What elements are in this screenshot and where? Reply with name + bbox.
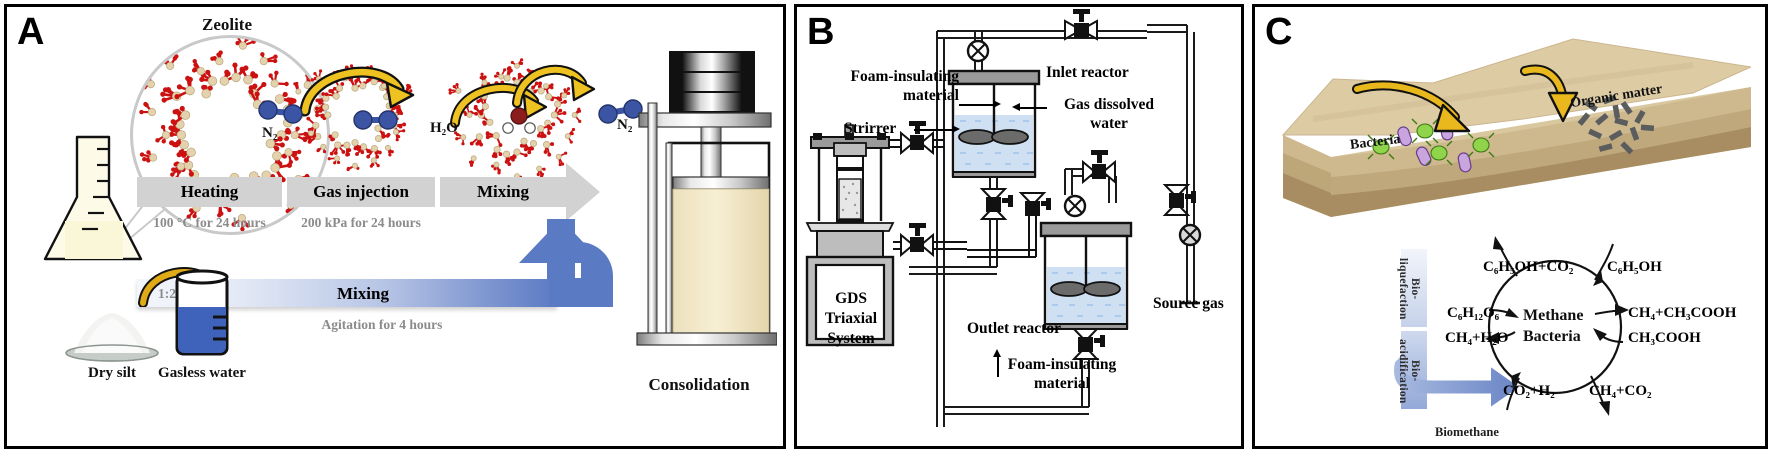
process-ribbon [1394, 249, 1519, 409]
gds-label: GDS Triaxial System [814, 289, 888, 349]
outlet-reactor [1039, 221, 1133, 330]
leader-arrow-gas-dissolved [1012, 103, 1020, 111]
eq-left-in: C₆H₁₂O₆ [1447, 305, 1500, 321]
eq-left-out: CH₄+H₂O [1445, 330, 1509, 346]
n2-label-right: N₂ [617, 117, 633, 133]
step-sub-heating: 100 °C for 24 hours [153, 215, 266, 230]
panel-a: A Zeolite [4, 4, 786, 449]
step-title-mixing: Mixing [477, 182, 529, 201]
valve-gds-top [889, 121, 944, 156]
annotation-gas-dissolved-line1: Gas dissolved [1063, 96, 1154, 113]
panel-b-schematic [805, 9, 1202, 427]
gds-line1: GDS [835, 290, 867, 307]
panel-b-letter: B [807, 11, 835, 53]
bio-acidification-label: Bio-acidification [1397, 338, 1421, 404]
leader-arrow-foam-top [993, 100, 1001, 108]
soil-block-3d [1281, 38, 1751, 217]
annotation-inlet-reactor: Inlet reactor [1046, 64, 1129, 81]
eq-right-in: CH₃COOH [1628, 330, 1701, 346]
water-molecule [502, 107, 536, 134]
step-bar-mixing: Mixing [440, 177, 566, 207]
annotation-foam-bottom-line2: material [1034, 375, 1090, 392]
panel-a-letter: A [17, 11, 45, 53]
step-title-heating: Heating [180, 182, 239, 201]
inlet-reactor [947, 69, 1041, 178]
valve-inlet-bottom [979, 188, 1013, 220]
consolidation-label: Consolidation [648, 375, 750, 394]
dry-silt-dish [65, 313, 159, 362]
eq-top-right-in: C₆H₅OH [1607, 259, 1662, 275]
annotation-gas-dissolved-water: Gas dissolved water [1049, 95, 1169, 133]
biomethane-label: Biomethane [1435, 425, 1499, 439]
stirrer-blade-right [991, 129, 1029, 145]
gds-line3: System [827, 330, 875, 347]
valve-source-gas [1162, 184, 1196, 216]
yellow-arrow-n2 [299, 66, 415, 117]
leader-foam-bottom [997, 355, 999, 377]
gasless-water-label: Gasless water [158, 365, 246, 381]
annotation-stirrer: Strirrer [844, 120, 897, 137]
consolidation-apparatus [636, 51, 777, 346]
step-bar-gas-injection: Gas injection [287, 177, 435, 207]
mixing-ribbon-arrowhead [519, 219, 603, 263]
h2o-label: H₂O [430, 120, 458, 136]
cycle-center-line1: Methane [1523, 307, 1584, 324]
eq-top-left-out: C₆H₅OH+CO₂ [1483, 259, 1574, 275]
mixing-band-sub: Agitation for 4 hours [321, 317, 443, 332]
leader-stirrer [914, 129, 954, 131]
organic-matter-cluster [1577, 94, 1655, 155]
gauge-inlet [966, 39, 990, 63]
annotation-foam-bottom: Foam-insulating material [987, 355, 1137, 393]
zeolite-title: Zeolite [201, 15, 253, 34]
n2-label: N₂ [262, 125, 278, 141]
leader-gas-dissolved [1019, 107, 1047, 109]
annotation-foam-top: Foam-insulating material [819, 67, 959, 105]
panel-c-letter: C [1265, 11, 1293, 53]
valve-mid-vertical [967, 192, 1051, 258]
valve-top [1064, 9, 1098, 41]
gds-triaxial-apparatus [805, 124, 895, 347]
gauge-source-gas [1178, 223, 1202, 247]
panel-b: B [794, 4, 1244, 449]
valve-outlet-bottom [1071, 328, 1105, 360]
n2-molecule-free [258, 100, 303, 124]
step-arrow-head [566, 163, 600, 221]
step-bar-heating: Heating [137, 177, 282, 207]
step-sub-gas-injection: 200 kPa for 24 hours [301, 215, 421, 230]
n2-molecule-adsorbed [353, 110, 398, 130]
annotation-foam-top-line2: material [903, 87, 959, 104]
annotation-outlet-reactor: Outlet reactor [967, 320, 1061, 337]
valve-right-top [1082, 150, 1116, 185]
dry-silt-label: Dry silt [88, 365, 136, 381]
erlenmeyer-flask [43, 135, 143, 261]
step-title-gas-injection: Gas injection [313, 182, 409, 201]
arrow-organic-matter [1520, 64, 1579, 123]
beaker-gasless-water [175, 269, 229, 356]
yellow-arrow-h2o-right [512, 64, 596, 108]
eq-right-out: CH₄+CH₃COOH [1628, 305, 1737, 321]
stirrer-blade-left [958, 129, 996, 145]
leader-foam-top [959, 104, 995, 106]
mixing-band-title: Mixing [337, 284, 389, 303]
panel-c: C [1252, 4, 1768, 449]
gds-line2: Triaxial [824, 310, 878, 327]
annotation-source-gas: Source gas [1153, 295, 1224, 312]
bio-liquefaction-label: Bio-liquefaction [1397, 258, 1421, 320]
eq-bottom-right-out: CH₄+CO₂ [1589, 383, 1652, 399]
arrow-bacteria [1352, 80, 1471, 133]
annotation-gas-dissolved-line2: water [1090, 115, 1128, 132]
valve-gds-bottom [893, 223, 967, 258]
cycle-center-line2: Bacteria [1523, 328, 1581, 345]
annotation-foam-bottom-line1: Foam-insulating [1007, 356, 1117, 373]
methane-cycle-diagram [1485, 236, 1629, 416]
leader-arrow-stirrer [952, 125, 960, 133]
yellow-arrow-h2o-left [450, 83, 548, 128]
gauge-outlet [1063, 194, 1087, 218]
eq-bottom-left-in: CO₂+H₂ [1503, 383, 1555, 399]
annotation-foam-top-line1: Foam-insulating [850, 68, 959, 85]
leader-arrow-foam-bottom [993, 349, 1001, 357]
n2-molecule-released [598, 99, 643, 124]
